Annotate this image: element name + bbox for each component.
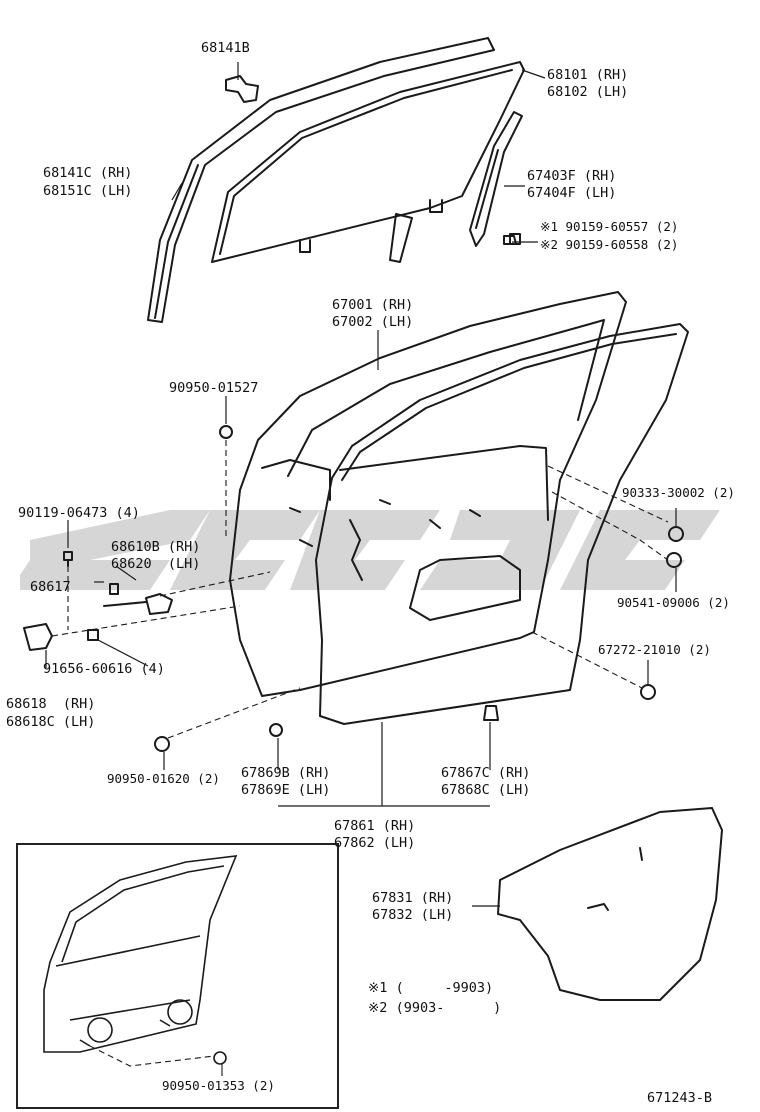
- clip-68141b: [225, 75, 259, 103]
- label-68141b: 68141B: [201, 40, 250, 56]
- label-67861: 67861 (RH): [334, 818, 416, 834]
- label-90950-01353: 90950-01353 (2): [162, 1078, 275, 1093]
- label-67869e: 67869E (LH): [241, 782, 331, 798]
- label-90541-09006: 90541-09006 (2): [617, 595, 730, 610]
- label-68610b: 68610B (RH): [111, 539, 201, 555]
- label-68618c: 68618C (LH): [6, 714, 96, 730]
- label-67002: 67002 (LH): [332, 314, 414, 330]
- door-weatherstrip: [315, 323, 689, 725]
- label-67832: 67832 (LH): [372, 907, 454, 923]
- label-68101: 68101 (RH): [547, 67, 629, 83]
- glass-run-channel: [389, 111, 523, 263]
- plug-top: [219, 425, 233, 439]
- hinge-upper: [103, 593, 173, 615]
- label-90950-01527: 90950-01527: [169, 380, 259, 396]
- label-68102: 68102 (LH): [547, 84, 629, 100]
- window-frame-moulding: [147, 37, 495, 323]
- label-68151c: 68151C (LH): [43, 183, 133, 199]
- label-68618: 68618 (RH): [6, 696, 96, 712]
- label-90119-06473: 90119-06473 (4): [18, 505, 140, 521]
- label-67868c: 67868C (LH): [441, 782, 531, 798]
- label-note1-range: ※1 ( -9903): [368, 980, 494, 996]
- label-91656-60616: 91656-60616 (4): [43, 661, 165, 677]
- label-67272-21010: 67272-21010 (2): [598, 642, 711, 657]
- service-hole-cover: [497, 807, 723, 1001]
- inset-door-drawing: [43, 855, 238, 1065]
- label-67403f: 67403F (RH): [527, 168, 617, 184]
- figure-id: 671243-B: [647, 1090, 713, 1106]
- label-note1-bolt: ※1 90159-60557 (2): [540, 219, 679, 234]
- label-68617: 68617: [30, 579, 71, 595]
- label-68141c: 68141C (RH): [43, 165, 133, 181]
- label-67001: 67001 (RH): [332, 297, 414, 313]
- label-67831: 67831 (RH): [372, 890, 454, 906]
- label-67862: 67862 (LH): [334, 835, 416, 851]
- label-90950-01620: 90950-01620 (2): [107, 771, 220, 786]
- label-67867c: 67867C (RH): [441, 765, 531, 781]
- label-note2-range: ※2 (9903- ): [368, 1000, 502, 1016]
- inset-frame: [16, 843, 339, 1109]
- label-67869b: 67869B (RH): [241, 765, 331, 781]
- label-68620: 68620 (LH): [111, 556, 201, 572]
- label-67404f: 67404F (LH): [527, 185, 617, 201]
- label-90333-30002: 90333-30002 (2): [622, 485, 735, 500]
- hinge-lower: [23, 623, 53, 651]
- door-shell: [229, 291, 627, 697]
- window-glass: [211, 61, 525, 263]
- label-note2-bolt: ※2 90159-60558 (2): [540, 237, 679, 252]
